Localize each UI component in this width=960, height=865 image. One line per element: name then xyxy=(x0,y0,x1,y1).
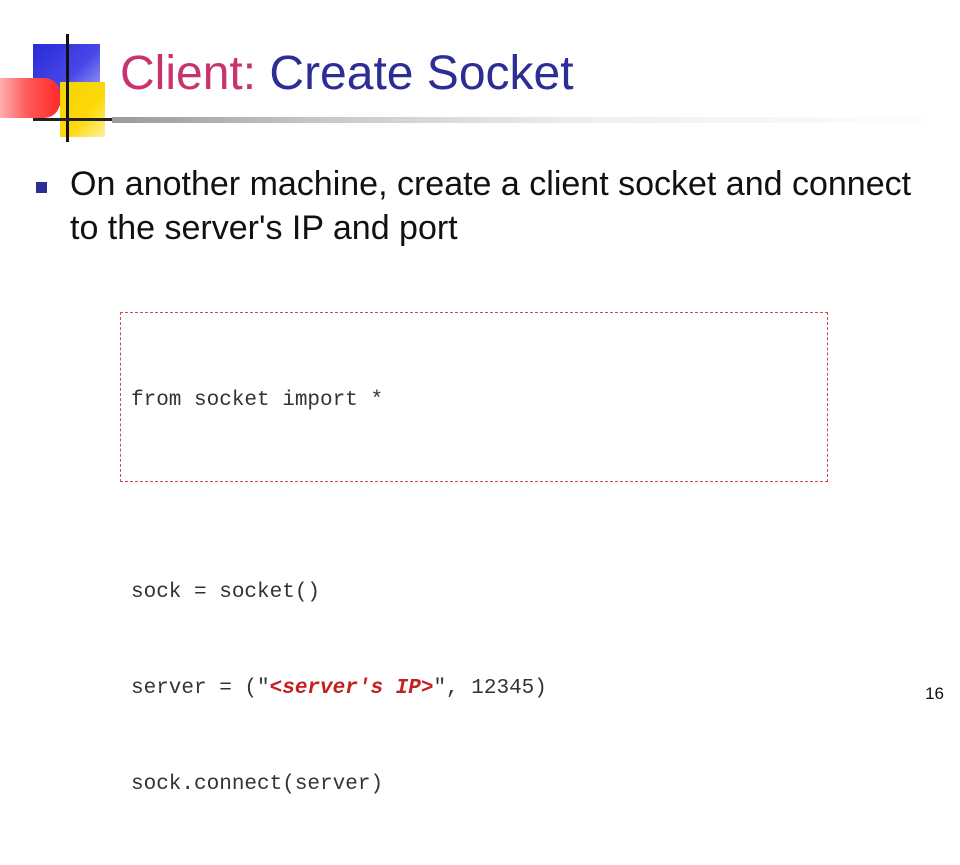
logo-horizontal-line xyxy=(33,118,120,121)
code-line-1: from socket import * xyxy=(131,389,384,412)
slide: Client: Create Socket On another machine… xyxy=(0,0,960,796)
title-rest-part: Create Socket xyxy=(256,47,574,100)
code-block: from socket import * sock = socket() ser… xyxy=(120,312,828,796)
code-line-2 xyxy=(131,481,547,513)
slide-title: Client: Create Socket xyxy=(120,46,574,101)
code-line-5: sock.connect(server) xyxy=(131,773,384,796)
title-client-part: Client: xyxy=(120,47,257,100)
logo-red-bar xyxy=(0,78,60,118)
code-line-3: sock = socket() xyxy=(131,581,321,604)
code-lines: from socket import * sock = socket() ser… xyxy=(131,321,547,865)
server-ip-placeholder: <server's IP> xyxy=(269,677,434,700)
corner-logo-icon xyxy=(0,0,120,150)
code-line-4-suffix: ", 12345) xyxy=(433,677,547,700)
title-rule xyxy=(112,117,960,123)
code-line-4-prefix: server = (" xyxy=(131,677,270,700)
code-line-4: server = ("<server's IP>", 12345) xyxy=(131,673,547,705)
bullet-text: On another machine, create a client sock… xyxy=(70,165,912,247)
logo-vertical-line xyxy=(66,34,69,142)
page-number: 16 xyxy=(925,684,944,703)
square-bullet-icon xyxy=(36,182,47,193)
